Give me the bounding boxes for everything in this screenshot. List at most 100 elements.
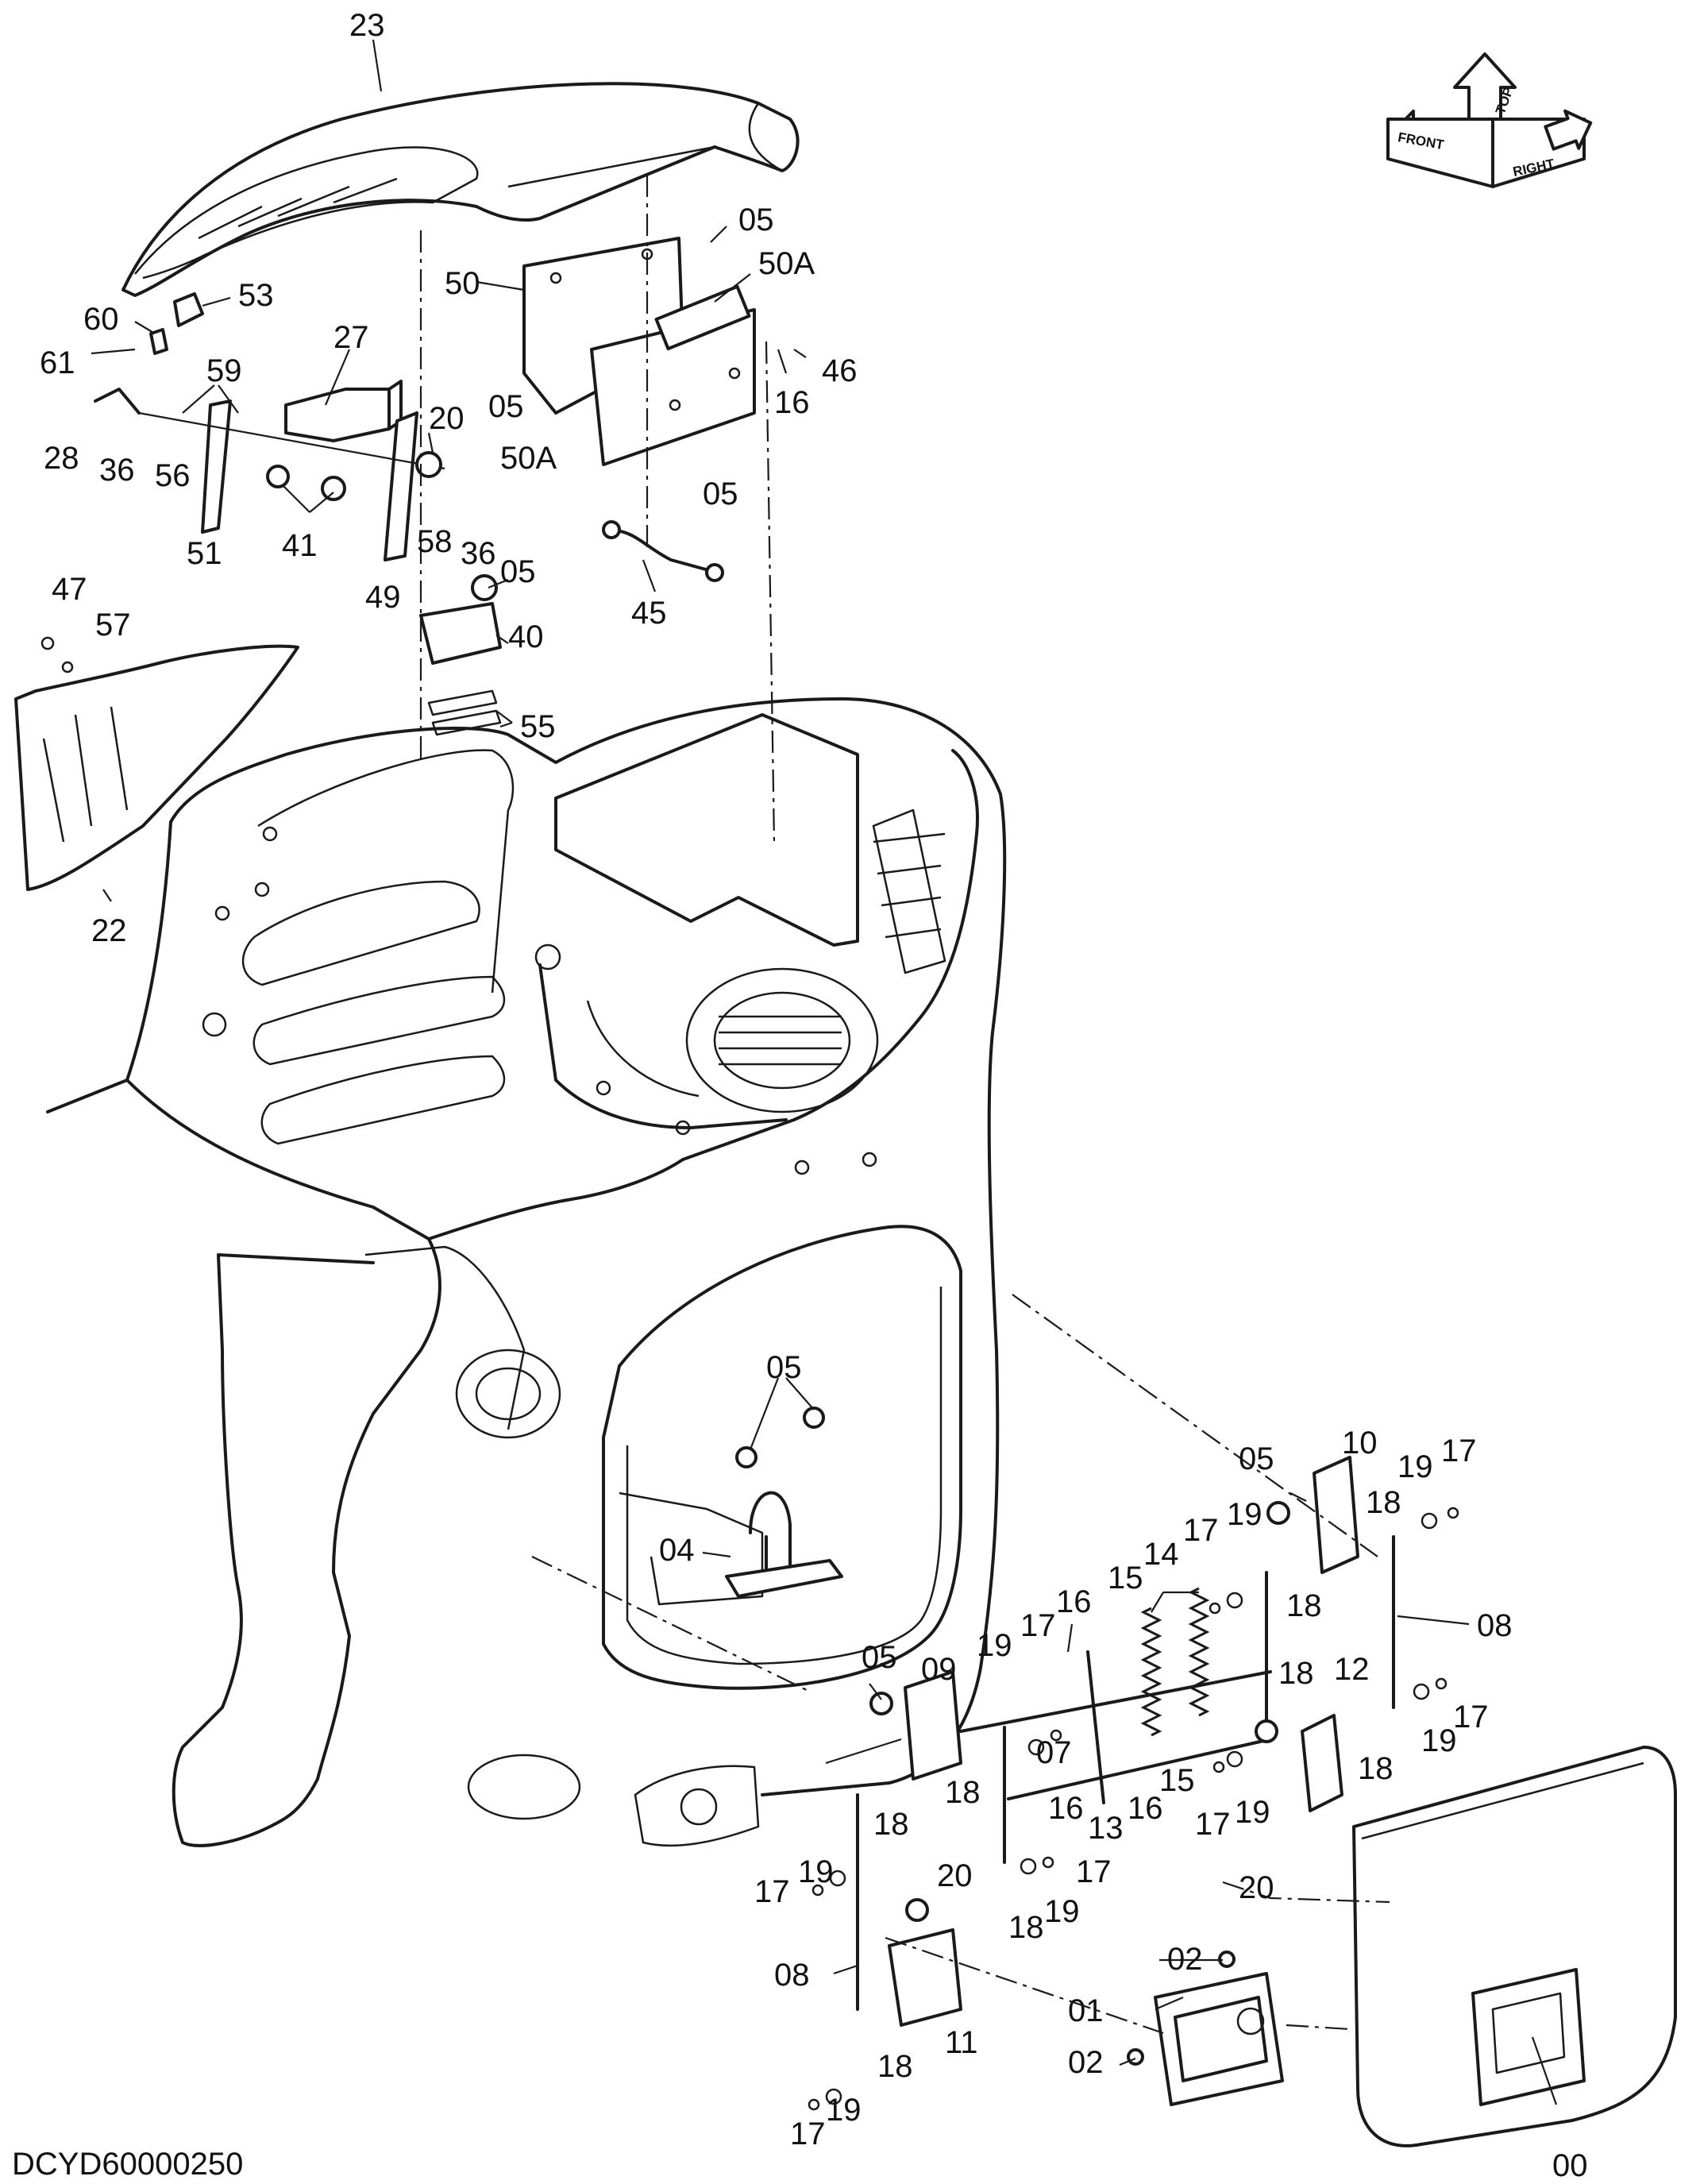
callout-45: 45 [631,596,667,631]
callout-12: 12 [1334,1652,1370,1687]
callout-22: 22 [91,913,127,948]
callout-60: 60 [83,302,119,337]
callout-47: 47 [52,572,87,607]
part-14-spring-2 [1188,1587,1210,1717]
callout-16: 16 [1056,1584,1092,1619]
part-53-knob [173,292,204,327]
callout-23: 23 [349,8,385,43]
callout-59: 59 [206,353,242,388]
part-41-grommet [321,476,346,501]
callout-05: 05 [488,389,524,424]
callout-58: 58 [417,524,453,559]
callout-16: 16 [1048,1791,1084,1826]
callout-08: 08 [1477,1608,1513,1643]
part-47-screw [40,636,55,650]
callout-04: 04 [659,1533,695,1568]
callout-19: 19 [977,1628,1012,1663]
part-49-plate [384,411,418,561]
part-60-clip [149,328,168,355]
callout-17: 17 [1441,1433,1477,1468]
part-20-bolt [415,451,442,478]
callout-00: 00 [1552,2148,1588,2183]
drawing-code: DCYD60000250 [12,2147,243,2182]
callout-55: 55 [520,709,556,744]
callout-17: 17 [754,1874,790,1909]
callout-46: 46 [822,353,858,388]
part-09-bracket [904,1670,962,1781]
callout-18: 18 [1358,1751,1394,1786]
callout-10: 10 [1342,1426,1378,1461]
main-frame-housing [46,697,1007,1847]
callout-15: 15 [1159,1763,1195,1798]
callout-56: 56 [155,458,191,493]
part-11-bracket [888,1928,962,2027]
callout-14: 14 [1143,1537,1179,1572]
callout-28: 28 [44,441,79,476]
callout-41: 41 [282,528,318,563]
callout-20: 20 [429,401,465,436]
callout-18: 18 [1366,1485,1401,1520]
callout-20: 20 [937,1858,973,1893]
callout-18: 18 [1278,1656,1314,1691]
part-20-bolt-b [1255,1719,1278,1743]
callout-19: 19 [1397,1449,1433,1484]
part-00-side-door [1352,1746,1677,2147]
callout-19: 19 [1421,1723,1457,1758]
callout-57: 57 [95,608,131,642]
part-05-bolt-d [471,574,498,601]
callout-07: 07 [1036,1735,1072,1770]
callout-19: 19 [798,1854,834,1889]
callout-05: 05 [862,1640,897,1675]
callout-36: 36 [461,536,496,571]
part-55-shim-1 [427,689,498,716]
callout-labels: 23 05 50 50A 53 60 61 27 59 46 16 05 20 … [40,8,1588,2183]
part-16-rod [959,1670,1272,1733]
part-55-shim-2 [431,709,502,736]
callout-17: 17 [1183,1513,1219,1548]
callout-17: 17 [1020,1608,1056,1643]
callout-15: 15 [1108,1561,1143,1596]
part-05-bolt-e [735,1446,757,1468]
part-28-pin [94,388,141,415]
callout-08: 08 [774,1958,810,1993]
callout-50A: 50A [500,441,557,476]
part-04-hook-bracket [725,1406,843,1598]
callout-18: 18 [877,2049,913,2084]
callout-49: 49 [365,580,401,615]
callout-05: 05 [766,1350,802,1385]
part-51-lever [201,399,232,534]
callout-18: 18 [1008,1910,1044,1945]
callout-18: 18 [1286,1588,1322,1623]
callout-53: 53 [238,278,274,313]
callout-27: 27 [333,320,369,355]
part-22-side-cover [14,636,299,891]
callout-40: 40 [508,619,544,654]
part-50-hinge-bracket [522,237,756,466]
phantom-lines [419,175,1390,2035]
part-05-bolt-f [803,1406,825,1429]
callout-01: 01 [1068,1993,1104,2028]
part-14-spring-1 [1140,1607,1162,1737]
part-12-bracket [1301,1714,1343,1812]
callout-05: 05 [738,203,774,237]
linkage-assembly [808,1456,1459,2111]
part-20-bolt-c [905,1898,929,1922]
callout-50A: 50A [758,246,815,281]
callout-18: 18 [945,1775,981,1810]
callout-17: 17 [790,2116,826,2151]
callout-05: 05 [703,477,738,511]
part-02-screw-b [1127,2048,1144,2066]
callout-17: 17 [1453,1700,1489,1734]
callout-17: 17 [1076,1854,1112,1889]
part-10-bracket [1313,1456,1359,1574]
callout-16: 16 [1128,1791,1163,1826]
leader-lines [91,39,1558,2105]
callout-05: 05 [1239,1441,1274,1476]
callout-19: 19 [1044,1894,1080,1929]
callout-02: 02 [1167,1942,1203,1977]
callout-20: 20 [1239,1870,1274,1905]
part-00-door-handle-recess [1471,1968,1586,2106]
part-23-hood-cover [121,82,800,297]
callout-19: 19 [1235,1795,1270,1830]
